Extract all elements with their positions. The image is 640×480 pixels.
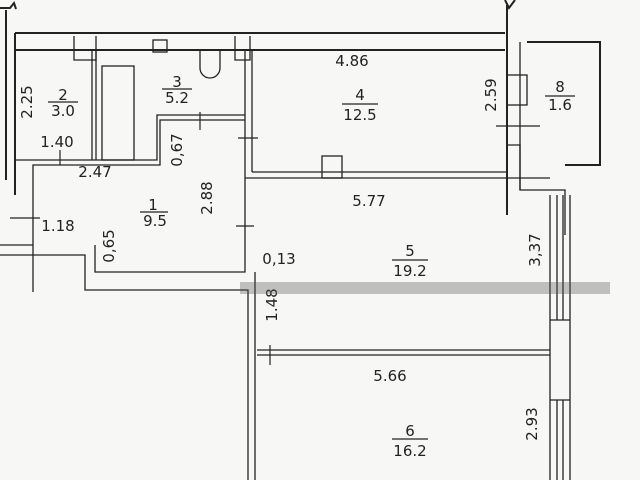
svg-text:5: 5 — [405, 242, 415, 260]
svg-text:1.18: 1.18 — [41, 217, 74, 235]
svg-text:0,65: 0,65 — [100, 229, 118, 262]
svg-text:6: 6 — [405, 422, 415, 440]
sink-icon — [152, 39, 168, 53]
svg-text:0,67: 0,67 — [168, 133, 186, 166]
svg-text:2.47: 2.47 — [78, 163, 111, 181]
svg-text:5.77: 5.77 — [352, 192, 385, 210]
svg-text:2: 2 — [58, 86, 68, 104]
walls — [0, 0, 601, 480]
svg-text:12.5: 12.5 — [343, 106, 376, 124]
svg-text:1: 1 — [148, 196, 158, 214]
svg-text:5.2: 5.2 — [165, 89, 189, 107]
svg-text:19.2: 19.2 — [393, 262, 426, 280]
svg-text:2.93: 2.93 — [523, 407, 541, 440]
svg-text:2.25: 2.25 — [18, 85, 36, 118]
svg-text:16.2: 16.2 — [393, 442, 426, 460]
svg-text:4.86: 4.86 — [335, 52, 368, 70]
svg-text:2.88: 2.88 — [198, 181, 216, 214]
svg-text:5.66: 5.66 — [373, 367, 406, 385]
scan-smudge — [240, 282, 610, 294]
room-label-6: 6 16.2 — [392, 422, 428, 460]
svg-text:0,13: 0,13 — [262, 250, 295, 268]
toilet-icon — [199, 50, 221, 79]
svg-text:1.48: 1.48 — [263, 288, 281, 321]
dimensions: 4.86 2.59 2.25 1.40 2.47 0,67 2.88 1.18 … — [18, 52, 544, 441]
room-label-3: 3 5.2 — [162, 73, 192, 107]
room-label-2: 2 3.0 — [48, 86, 78, 120]
room-label-4: 4 12.5 — [342, 86, 378, 124]
svg-text:4: 4 — [355, 86, 365, 104]
svg-text:3.0: 3.0 — [51, 102, 75, 120]
room-label-1: 1 9.5 — [140, 196, 168, 230]
svg-text:3: 3 — [172, 73, 182, 91]
svg-text:1.40: 1.40 — [40, 133, 73, 151]
svg-text:3,37: 3,37 — [526, 233, 544, 266]
bathtub-icon — [101, 65, 135, 161]
room-label-8: 8 1.6 — [545, 78, 575, 114]
room-label-5: 5 19.2 — [392, 242, 428, 280]
svg-text:9.5: 9.5 — [143, 212, 167, 230]
svg-text:1.6: 1.6 — [548, 96, 572, 114]
svg-text:2.59: 2.59 — [482, 78, 500, 111]
svg-text:8: 8 — [555, 78, 565, 96]
